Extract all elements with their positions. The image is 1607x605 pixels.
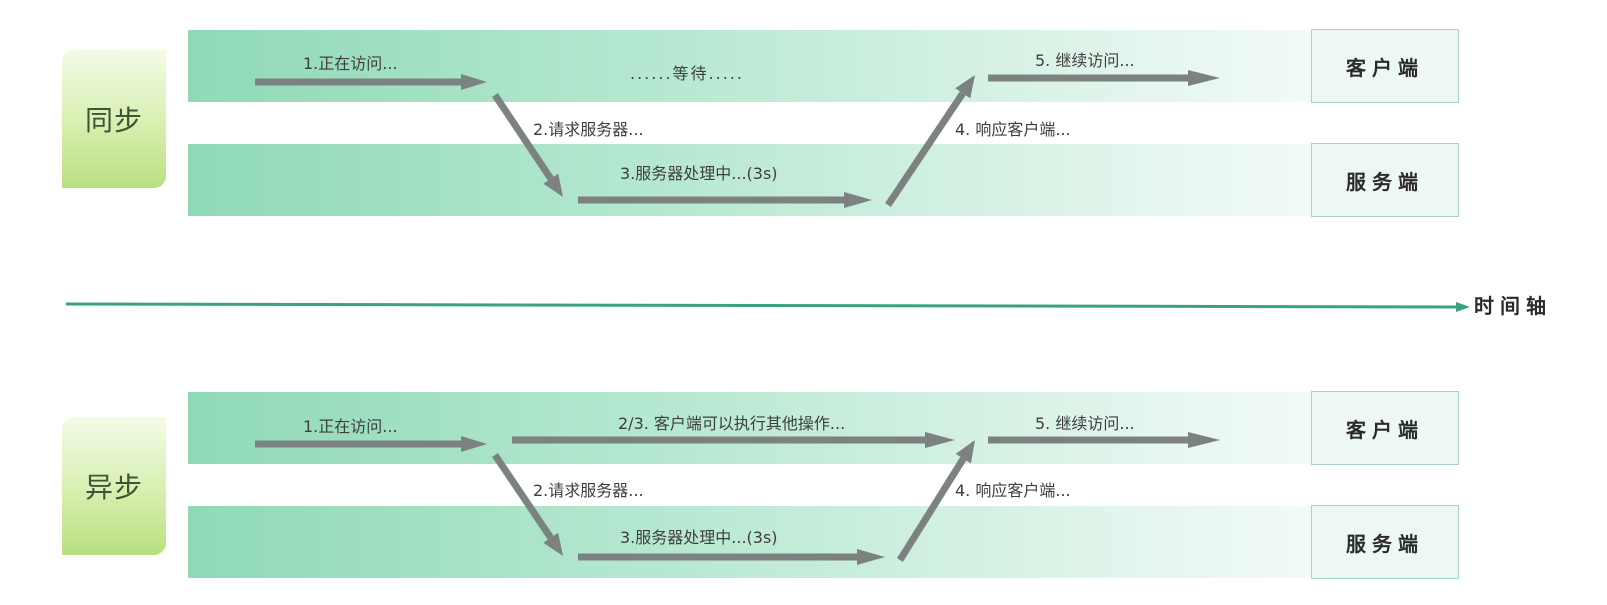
sync-step1-label: 1.正在访问...: [303, 54, 398, 73]
async-step1-arrow: [255, 436, 487, 452]
async-step23-label: 2/3. 客户端可以执行其他操作...: [618, 414, 846, 433]
sync-step3-label: 3.服务器处理中...(3s): [620, 164, 778, 183]
timeline-label: 时间轴: [1474, 294, 1552, 318]
async-step5-label: 5. 继续访问...: [1035, 414, 1135, 433]
async-step3-label: 3.服务器处理中...(3s): [620, 528, 778, 547]
sync-client-label: 客户端: [1346, 55, 1424, 80]
async-server-label: 服务端: [1346, 531, 1424, 556]
sync-server-label: 服务端: [1346, 169, 1424, 194]
async-client-label: 客户端: [1346, 417, 1424, 442]
async-step5-arrow: [988, 432, 1220, 448]
sync-step4-arrow: [885, 75, 975, 207]
async-mode-label: 异步: [62, 417, 166, 555]
async-mode-label-text: 异步: [84, 471, 143, 504]
sync-mode-label-text: 同步: [84, 104, 143, 137]
sync-step5-arrow: [988, 70, 1220, 86]
async-step2-arrow: [492, 453, 563, 556]
async-step2-label: 2.请求服务器...: [533, 481, 644, 500]
timeline-arrow: [65, 301, 1470, 312]
sync-step1-arrow: [255, 74, 487, 90]
async-server-box: 服务端: [1311, 505, 1459, 579]
async-client-box: 客户端: [1311, 391, 1459, 465]
sync-step5-label: 5. 继续访问...: [1035, 51, 1135, 70]
sync-step3-arrow: [578, 192, 872, 208]
async-server-lane: [188, 506, 1311, 578]
sync-step2-arrow: [492, 93, 563, 197]
async-step1-label: 1.正在访问...: [303, 417, 398, 436]
async-step4-label: 4. 响应客户端...: [955, 481, 1071, 500]
async-client-lane: [188, 392, 1311, 464]
sync-server-lane: [188, 144, 1311, 216]
sync-step4-label: 4. 响应客户端...: [955, 120, 1071, 139]
sync-client-lane: [188, 30, 1311, 102]
sync-step2-label: 2.请求服务器...: [533, 120, 644, 139]
sync-client-box: 客户端: [1311, 29, 1459, 103]
async-step4-arrow: [897, 440, 975, 562]
sync-waiting-label: ......等待.....: [630, 64, 744, 83]
async-step23-arrow: [512, 432, 955, 448]
sync-server-box: 服务端: [1311, 143, 1459, 217]
sync-mode-label: 同步: [62, 50, 166, 188]
async-step3-arrow: [578, 549, 885, 565]
